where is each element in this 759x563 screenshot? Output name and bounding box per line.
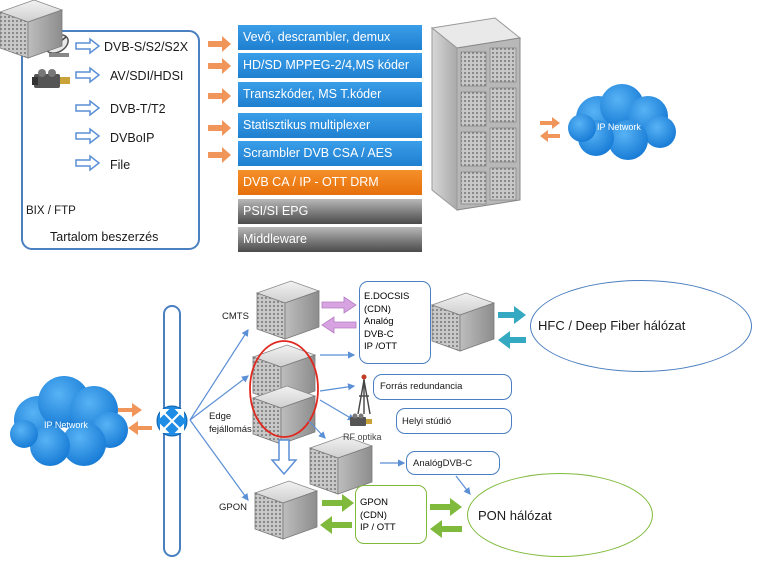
analog-dvbc-box: AnalógDVB-C xyxy=(406,451,500,475)
gpon-item: (CDN) xyxy=(360,509,387,521)
ip-network-top-label: IP Network xyxy=(597,122,641,132)
local-studio-label: Helyi stúdió xyxy=(402,416,452,427)
analog-dvbc-label: AnalógDVB-C xyxy=(413,458,473,469)
stack-scrambler: Scrambler DVB CSA / AES xyxy=(238,141,422,166)
hfc-arrows xyxy=(498,306,526,349)
router-icon xyxy=(156,405,188,437)
backbone-links xyxy=(189,328,249,501)
cmts-item: IP /OTT xyxy=(364,341,398,352)
gpon-server-icon xyxy=(254,480,318,540)
left-cloud-arrows xyxy=(118,403,152,435)
source-dvboip: DVBoIP xyxy=(110,131,155,145)
stack-receiver: Vevő, descrambler, demux xyxy=(238,25,422,50)
source-redundancy-box: Forrás redundancia xyxy=(373,374,512,400)
video-camera-icon xyxy=(32,69,70,88)
source-dvb-s: DVB-S/S2/S2X xyxy=(104,40,189,54)
acquisition-box xyxy=(21,30,200,250)
edge-label: Edge fejállomás xyxy=(209,411,252,435)
cmts-item: DVB-C xyxy=(364,328,394,340)
source-dvb-t: DVB-T/T2 xyxy=(110,102,166,116)
studio-camera-icon xyxy=(350,413,372,426)
pon-label: PON hálózat xyxy=(478,508,552,523)
hfc-server-icon xyxy=(431,292,495,352)
rf-optika-label: RF optika xyxy=(343,432,382,442)
gpon-item: GPON xyxy=(360,497,388,508)
stack-transcoder: Transzkóder, MS T.kóder xyxy=(238,82,422,107)
local-studio-box: Helyi stúdió xyxy=(396,408,512,434)
gpon-label: GPON xyxy=(219,502,247,513)
pon-network-ellipse xyxy=(467,473,653,557)
stack-statmux: Statisztikus multiplexer xyxy=(238,113,422,138)
feed-arrows xyxy=(208,36,231,163)
stack-middleware: Middleware xyxy=(238,227,422,252)
hfc-label: HFC / Deep Fiber hálózat xyxy=(538,318,686,333)
gpon-arrows xyxy=(320,494,462,538)
ip-network-cloud-left xyxy=(10,376,128,466)
ip-network-cloud-top xyxy=(568,84,676,160)
ip-network-left-label: IP Network xyxy=(44,420,88,430)
server-icon xyxy=(0,0,64,59)
cmts-arrows xyxy=(321,296,357,334)
source-redundancy-label: Forrás redundancia xyxy=(380,381,463,392)
source-arrows xyxy=(75,37,101,172)
stack-encoder: HD/SD MPPEG-2/4,MS kóder xyxy=(238,53,422,78)
stack-drm: DVB CA / IP - OTT DRM xyxy=(238,170,422,195)
cmts-label: CMTS xyxy=(222,311,249,322)
gpon-item: IP / OTT xyxy=(360,522,396,533)
cmts-item: E.DOCSIS xyxy=(364,291,410,302)
source-file: File xyxy=(110,158,131,172)
source-av-sdi: AV/SDI/HDSI xyxy=(110,69,184,83)
stack-psi-epg: PSI/SI EPG xyxy=(238,199,422,224)
acquisition-title: Tartalom beszerzés xyxy=(50,230,159,244)
edge-highlight-ellipse xyxy=(249,340,319,438)
cmts-info-box: E.DOCSIS (CDN) Analóg DVB-C IP /OTT xyxy=(359,281,431,364)
bix-ftp-label: BIX / FTP xyxy=(26,205,76,217)
cmts-item: (CDN) xyxy=(364,303,391,315)
rack-cloud-arrows xyxy=(540,117,560,142)
hfc-network-ellipse xyxy=(530,280,752,372)
antenna-tower-icon xyxy=(357,374,371,415)
server-rack-icon xyxy=(430,17,522,212)
cmts-server-icon xyxy=(256,280,320,340)
cmts-item: Analóg xyxy=(364,316,394,327)
gpon-info-box: GPON (CDN) IP / OTT xyxy=(355,485,427,544)
edge-links xyxy=(307,351,471,495)
edge-server-bottom-icon xyxy=(252,385,316,445)
down-arrow xyxy=(270,439,298,476)
